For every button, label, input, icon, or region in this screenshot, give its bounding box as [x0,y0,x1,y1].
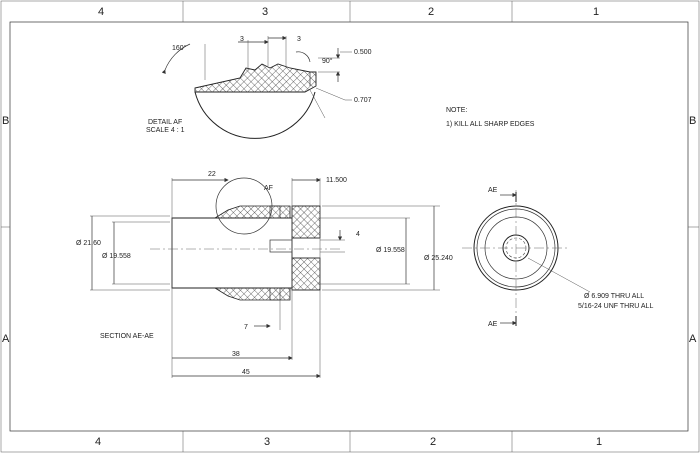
zone-top-4: 4 [98,6,104,18]
zone-bottom-3: 3 [264,436,270,448]
zone-bottom-2: 2 [430,436,436,448]
dim-7: 7 [244,324,248,331]
detail-dim-0500: 0.500 [354,49,372,56]
hole-note-line-1: Ø 6.909 THRU ALL [584,293,644,300]
dim-38: 38 [232,351,240,358]
detail-angle-90: 90° [322,57,333,65]
detail-title: DETAIL AF [148,119,182,126]
end-view-label-top: AE [488,187,498,194]
detail-dim-3-right: 3 [297,36,301,43]
detail-scale: SCALE 4 : 1 [146,127,185,134]
detail-dim-0707: 0.707 [354,97,372,104]
zone-left-a: A [2,333,10,345]
end-view-label-bottom: AE [488,321,498,328]
dim-4: 4 [356,231,360,238]
dim-45: 45 [242,369,250,376]
zone-top-3: 3 [262,6,268,18]
zone-top-1: 1 [593,6,599,18]
dim-dia-19558-right: Ø 19.558 [376,247,405,254]
detail-angle-160: 160° [172,44,187,52]
note-item-1: 1) KILL ALL SHARP EDGES [446,121,535,128]
section-label: SECTION AE-AE [100,333,154,340]
zone-right-b: B [689,115,696,127]
hole-note-line-2: 5/16-24 UNF THRU ALL [578,303,653,310]
end-view: AE AE Ø 6.909 THRU ALL 5/16-24 UNF THRU … [462,187,653,328]
dim-dia-2160: Ø 21.60 [76,240,101,247]
dim-11500: 11.500 [326,177,347,184]
zone-bottom-1: 1 [596,436,602,448]
dim-dia-19558-left: Ø 19.558 [102,253,131,260]
zone-right-a: A [689,333,697,345]
zone-left-b: B [2,115,9,127]
detail-dim-3-left: 3 [240,36,244,43]
zone-top-2: 2 [428,6,434,18]
section-view: 22 11.500 AF Ø 21.60 Ø 19.558 Ø 19.558 Ø… [76,171,453,379]
note-heading: NOTE: [446,107,467,114]
detail-ref-af: AF [264,185,273,192]
detail-view: 160° 3 3 90° 0.500 0.707 DETAIL AF SCALE… [146,35,372,139]
dim-dia-25240: Ø 25.240 [424,255,453,262]
dim-22: 22 [208,171,216,178]
zone-bottom-4: 4 [95,436,101,448]
